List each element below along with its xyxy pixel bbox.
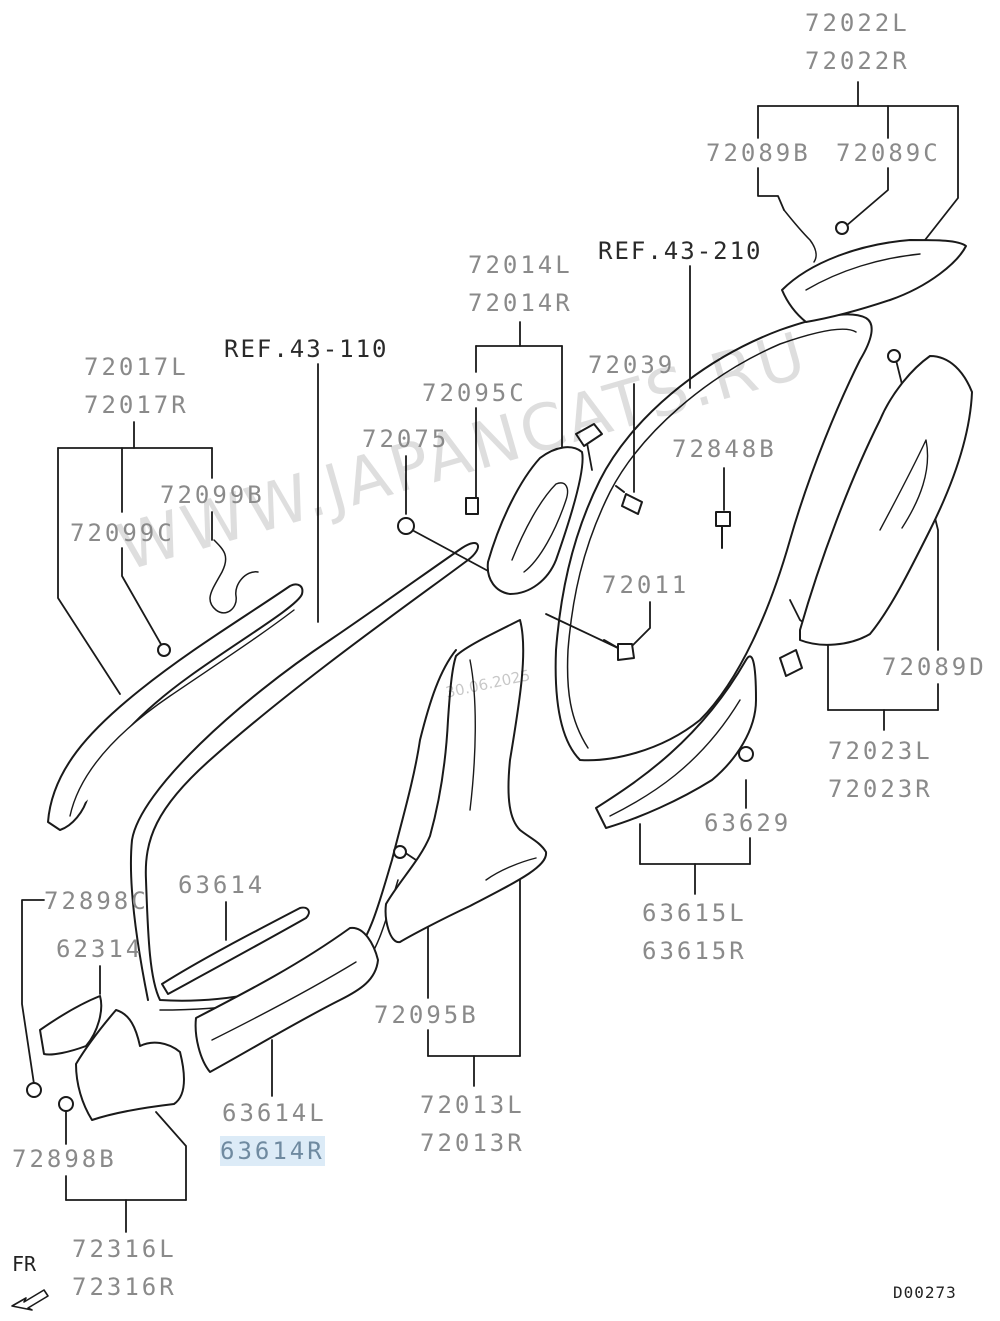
- screw-72848B: [715, 511, 731, 549]
- part-62314[interactable]: 62314: [56, 935, 144, 963]
- leader-72011: [629, 601, 651, 649]
- clip-72898B: [58, 1096, 74, 1112]
- part-72898C[interactable]: 72898C: [44, 887, 149, 915]
- clip-72089C: [835, 221, 849, 235]
- leader-72898C: [21, 899, 45, 1085]
- clip-72095B: [393, 845, 407, 859]
- b-pillar-lower-trim: [384, 619, 548, 943]
- clip-63629: [738, 746, 754, 762]
- leader-72017-left: [57, 447, 121, 695]
- kick-panel: [75, 1009, 185, 1121]
- leader-72089C: [845, 167, 889, 227]
- part-63615L[interactable]: 63615L: [642, 899, 747, 927]
- part-72089C[interactable]: 72089C: [836, 139, 941, 167]
- clip-72023-lower: [779, 649, 803, 677]
- screw-72011: [603, 639, 635, 661]
- part-63629[interactable]: 63629: [704, 809, 792, 837]
- part-72014R[interactable]: 72014R: [468, 289, 573, 317]
- bolt-72039: [615, 485, 643, 515]
- part-72075[interactable]: 72075: [362, 425, 450, 453]
- part-72089D[interactable]: 72089D: [882, 653, 987, 681]
- front-scuff-plate: [161, 906, 310, 995]
- part-72316L[interactable]: 72316L: [72, 1235, 177, 1263]
- part-72316R[interactable]: 72316R: [72, 1273, 177, 1301]
- part-72011[interactable]: 72011: [602, 571, 690, 599]
- part-72017R[interactable]: 72017R: [84, 391, 189, 419]
- harness-72099B: [209, 539, 259, 614]
- part-72017L[interactable]: 72017L: [84, 353, 189, 381]
- part-72023L[interactable]: 72023L: [828, 737, 933, 765]
- part-72013L[interactable]: 72013L: [420, 1091, 525, 1119]
- rear-door-weatherstrip: [554, 313, 873, 762]
- front-marker: FR: [12, 1252, 37, 1276]
- clip-72089D: [887, 349, 901, 363]
- rear-scuff-plate: [595, 655, 757, 829]
- c-pillar-trim: [799, 355, 973, 646]
- leader-72316-right: [155, 1111, 187, 1201]
- ref-43-210[interactable]: REF.43-210: [598, 237, 763, 265]
- part-72023R[interactable]: 72023R: [828, 775, 933, 803]
- part-72848B[interactable]: 72848B: [672, 435, 777, 463]
- part-72022R[interactable]: 72022R: [805, 47, 910, 75]
- rear-door-weatherstrip-inner: [566, 328, 857, 749]
- part-63614[interactable]: 63614: [178, 871, 266, 899]
- part-72022L[interactable]: 72022L: [805, 9, 910, 37]
- part-72095B[interactable]: 72095B: [374, 1001, 479, 1029]
- part-63615R[interactable]: 63615R: [642, 937, 747, 965]
- front-sill-trim: [194, 926, 379, 1073]
- diagram-code: D00273: [893, 1283, 957, 1302]
- leader-72089B: [757, 167, 785, 211]
- front-door-weatherstrip: [129, 542, 479, 1002]
- clip-72075: [397, 517, 415, 535]
- part-72099C[interactable]: 72099C: [70, 519, 175, 547]
- clip-72095C: [465, 497, 479, 515]
- part-72039[interactable]: 72039: [588, 351, 676, 379]
- quarter-upper-trim: [781, 239, 967, 323]
- leader-72022-right: [924, 105, 959, 241]
- leader-72075-diag: [411, 529, 491, 573]
- ref-43-110[interactable]: REF.43-110: [224, 335, 389, 363]
- part-72099B[interactable]: 72099B: [160, 481, 265, 509]
- part-72014L[interactable]: 72014L: [468, 251, 573, 279]
- part-63614R[interactable]: 63614R: [220, 1136, 325, 1166]
- part-72095C[interactable]: 72095C: [422, 379, 527, 407]
- part-72089B[interactable]: 72089B: [706, 139, 811, 167]
- harness-72089B: [783, 209, 817, 263]
- part-72013R[interactable]: 72013R: [420, 1129, 525, 1157]
- b-pillar-upper-trim: [486, 446, 584, 595]
- pad-62314: [39, 995, 103, 1056]
- leader-72011-diag: [545, 613, 619, 649]
- clip-72099C: [157, 643, 171, 657]
- front-arrow-icon: [11, 1289, 49, 1311]
- part-63614L[interactable]: 63614L: [222, 1099, 327, 1127]
- leader-72099C: [121, 547, 163, 647]
- bolt-72011-upper: [575, 423, 603, 447]
- part-72898B[interactable]: 72898B: [12, 1145, 117, 1173]
- clip-72898C: [26, 1082, 42, 1098]
- a-pillar-trim: [47, 583, 304, 831]
